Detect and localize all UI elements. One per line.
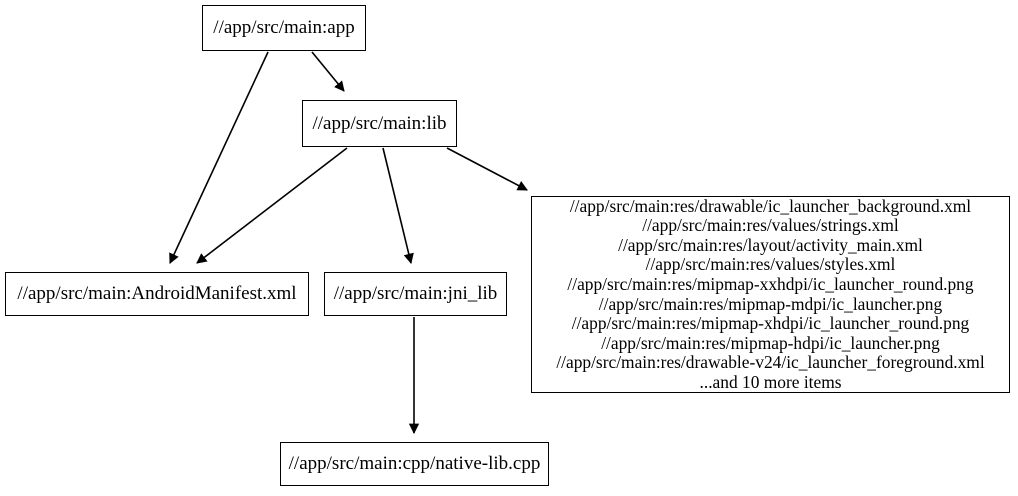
edge-lib-to-manifest <box>196 147 348 264</box>
edge-app-to-lib <box>311 51 345 92</box>
edge-app-to-manifest <box>169 51 269 264</box>
edge-lib-to-jni <box>382 147 414 265</box>
edge-lib-to-res <box>446 147 528 191</box>
graph-node-res-bundle-label: //app/src/main:res/drawable/ic_launcher_… <box>556 195 985 392</box>
graph-node-native-lib-cpp-label: //app/src/main:cpp/native-lib.cpp <box>288 453 541 475</box>
graph-node-jni-lib[interactable]: //app/src/main:jni_lib <box>324 272 507 316</box>
graph-node-androidmanifest[interactable]: //app/src/main:AndroidManifest.xml <box>5 272 309 316</box>
graph-node-app-label: //app/src/main:app <box>213 17 355 39</box>
graph-node-app[interactable]: //app/src/main:app <box>202 5 366 51</box>
graph-node-native-lib-cpp[interactable]: //app/src/main:cpp/native-lib.cpp <box>280 442 549 486</box>
graph-node-androidmanifest-label: //app/src/main:AndroidManifest.xml <box>17 283 297 305</box>
graph-node-res-bundle[interactable]: //app/src/main:res/drawable/ic_launcher_… <box>531 196 1010 393</box>
graph-node-lib[interactable]: //app/src/main:lib <box>302 100 457 147</box>
graph-node-lib-label: //app/src/main:lib <box>312 112 447 134</box>
graph-node-jni-lib-label: //app/src/main:jni_lib <box>333 283 498 305</box>
